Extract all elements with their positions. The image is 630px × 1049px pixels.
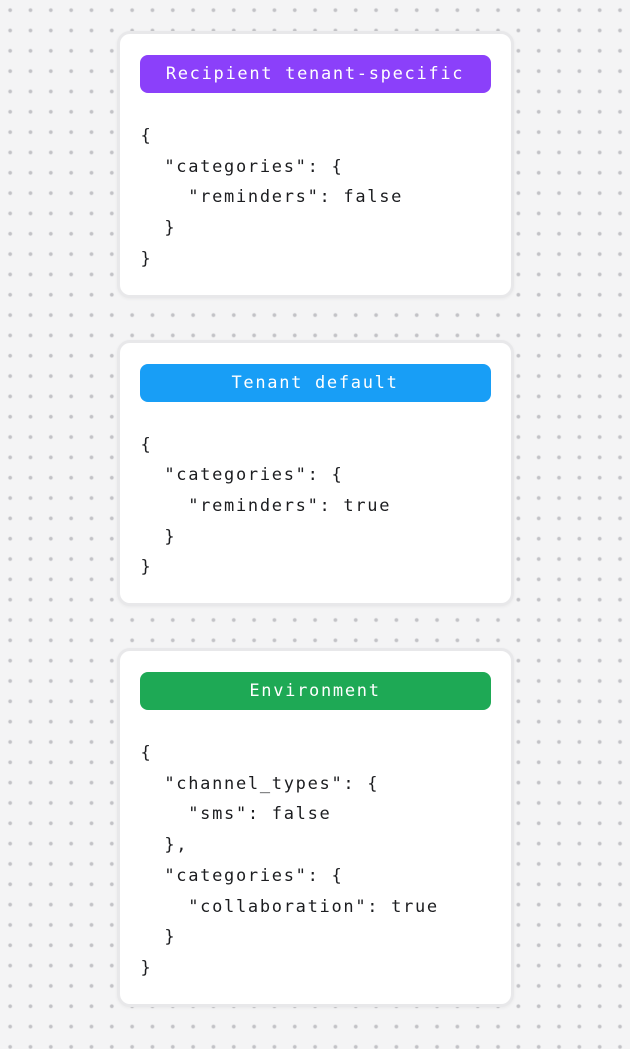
environment-badge: Environment bbox=[139, 672, 491, 711]
card-environment: Environment { "channel_types": { "sms": … bbox=[116, 648, 514, 1007]
card-recipient-tenant-specific: Recipient tenant-specific { "categories"… bbox=[116, 31, 514, 298]
environment-json-code: { "channel_types": { "sms": false }, "ca… bbox=[140, 743, 439, 978]
tenant-default-badge: Tenant default bbox=[139, 363, 491, 402]
card-tenant-default: Tenant default { "categories": { "remind… bbox=[116, 339, 514, 607]
recipient-tenant-specific-json-code: { "categories": { "reminders": false } } bbox=[140, 126, 404, 269]
recipient-tenant-specific-badge: Recipient tenant-specific bbox=[139, 55, 491, 93]
tenant-default-json-code: { "categories": { "reminders": true } } bbox=[140, 434, 392, 578]
